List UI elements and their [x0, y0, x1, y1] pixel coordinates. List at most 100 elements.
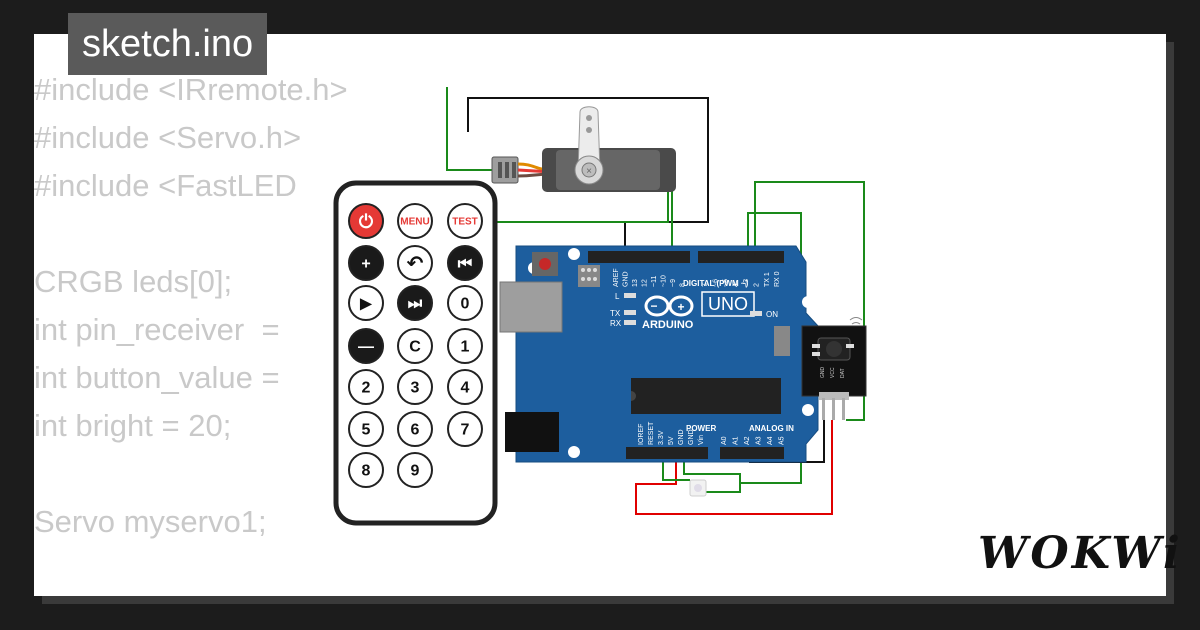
- pin-label: ~9: [670, 279, 677, 287]
- pin-label: ~11: [651, 276, 658, 287]
- code-line: CRGB leds[0];: [34, 264, 233, 299]
- remote-button-label: MENU: [400, 217, 429, 228]
- pin-label: Vin: [698, 435, 705, 445]
- pin-label: A2: [744, 436, 751, 445]
- l-led-label: L: [615, 292, 620, 301]
- pin-label: 2: [754, 283, 761, 287]
- remote-button-label: ⏭: [408, 296, 423, 313]
- header-digital: [698, 251, 784, 263]
- usb-port: [499, 281, 563, 333]
- remote-button-six[interactable]: 6: [397, 411, 433, 447]
- remote-button-five[interactable]: 5: [348, 411, 384, 447]
- code-line: #include <IRremote.h>: [34, 72, 348, 107]
- pin-label: RX 0: [774, 271, 781, 287]
- pin-label: 3.3V: [658, 430, 665, 445]
- remote-button-one[interactable]: 1: [447, 328, 483, 364]
- remote-button-label: 0: [461, 296, 470, 313]
- svg-text:×: ×: [586, 166, 592, 177]
- header-aref: [588, 251, 690, 263]
- ir-pin-label: VCC: [830, 367, 836, 378]
- pin-label: GND: [688, 429, 695, 445]
- ir-pin-label: GND: [820, 367, 826, 379]
- pin-label: TX 1: [764, 272, 771, 287]
- pin-label: 7: [702, 283, 709, 287]
- remote-button-play[interactable]: ▶: [348, 285, 384, 321]
- remote-button-label: ⏮: [458, 256, 472, 273]
- pin-label: A0: [721, 436, 728, 445]
- code-line: Servo myservo1;: [34, 504, 267, 539]
- pin-label: ~3: [743, 279, 750, 287]
- remote-button-four[interactable]: 4: [447, 369, 483, 405]
- remote-button-back[interactable]: ↶: [397, 245, 433, 281]
- remote-button-label: 8: [362, 463, 371, 480]
- code-line: int bright = 20;: [34, 408, 232, 443]
- code-line: #include <Servo.h>: [34, 120, 302, 155]
- remote-button-power[interactable]: ⏻: [348, 203, 384, 239]
- remote-button-next[interactable]: ⏭: [397, 285, 433, 321]
- pin-label: ~10: [661, 275, 668, 287]
- remote-button-nine[interactable]: 9: [397, 452, 433, 488]
- remote-button-test[interactable]: TEST: [447, 203, 483, 239]
- remote-button-label: 3: [411, 380, 420, 397]
- remote-button-label: —: [358, 339, 374, 356]
- wire-servo-signal[interactable]: [446, 87, 493, 171]
- analog-label: ANALOG IN: [749, 424, 794, 433]
- remote-button-label: TEST: [452, 217, 478, 228]
- remote-button-label: +: [361, 256, 370, 273]
- remote-button-label: 5: [362, 422, 371, 439]
- remote-button-label: 9: [411, 463, 420, 480]
- arduino-logo: [644, 295, 694, 317]
- remote-button-two[interactable]: 2: [348, 369, 384, 405]
- rx-led-label: RX: [610, 319, 622, 328]
- svg-text:−: −: [650, 299, 657, 313]
- board-model: UNO: [708, 294, 748, 314]
- code-line: #include <FastLED: [34, 168, 297, 203]
- file-tab[interactable]: sketch.ino: [68, 13, 268, 75]
- on-led-label: ON: [766, 310, 778, 319]
- code-background: #include <IRremote.h> #include <Servo.h>…: [34, 66, 348, 546]
- servo-motor[interactable]: ×: [491, 106, 676, 192]
- rgb-led[interactable]: [689, 479, 707, 497]
- wire-digital-ir[interactable]: [754, 181, 865, 421]
- remote-button-clear[interactable]: C: [397, 328, 433, 364]
- pin-label: A5: [779, 436, 786, 445]
- remote-button-zero[interactable]: 0: [447, 285, 483, 321]
- remote-button-label: ▶: [360, 296, 373, 313]
- pin-label: A3: [756, 436, 763, 445]
- pin-label: 12: [642, 279, 649, 287]
- remote-button-grid: ⏻ MENU TEST + ↶ ⏮ ▶ ⏭ 0 — C 1 2 3 4 5 6 7 8 9: [348, 203, 483, 488]
- remote-button-label: 7: [461, 422, 470, 439]
- remote-button-label: C: [409, 339, 421, 356]
- ir-receiver-module[interactable]: GND VCC DAT: [801, 317, 867, 421]
- ir-pin-label: DAT: [840, 368, 846, 378]
- remote-button-label: 1: [461, 339, 470, 356]
- wires: [446, 87, 865, 515]
- atmega-chip: [631, 378, 781, 414]
- pin-label: RESET: [648, 421, 655, 445]
- remote-button-minus[interactable]: —: [348, 328, 384, 364]
- wire-servo-power[interactable]: [467, 97, 709, 252]
- remote-button-menu[interactable]: MENU: [397, 203, 433, 239]
- pin-label: AREF: [613, 268, 620, 287]
- ir-remote[interactable]: ⏻ MENU TEST + ↶ ⏮ ▶ ⏭ 0 — C 1 2 3 4 5 6 7 8 9: [333, 180, 498, 526]
- code-line: int pin_receiver =: [34, 312, 280, 347]
- remote-button-label: ⏻: [359, 211, 374, 231]
- remote-button-eight[interactable]: 8: [348, 452, 384, 488]
- remote-button-seven[interactable]: 7: [447, 411, 483, 447]
- board-brand: ARDUINO: [642, 319, 694, 331]
- pin-label: GND: [678, 429, 685, 445]
- wokwi-logo: WOKWi: [978, 528, 1183, 579]
- pin-label: A4: [767, 436, 774, 445]
- remote-button-label: 6: [411, 422, 420, 439]
- wire-led-data[interactable]: [662, 455, 690, 481]
- pin-label: GND: [623, 271, 630, 287]
- remote-button-three[interactable]: 3: [397, 369, 433, 405]
- remote-button-plus[interactable]: +: [348, 245, 384, 281]
- wire-remote-top[interactable]: [447, 180, 669, 223]
- wire-led-gnd[interactable]: [683, 455, 741, 493]
- remote-button-prev[interactable]: ⏮: [447, 245, 483, 281]
- wire-digital-led[interactable]: [740, 212, 802, 484]
- pin-label: 4: [733, 283, 740, 287]
